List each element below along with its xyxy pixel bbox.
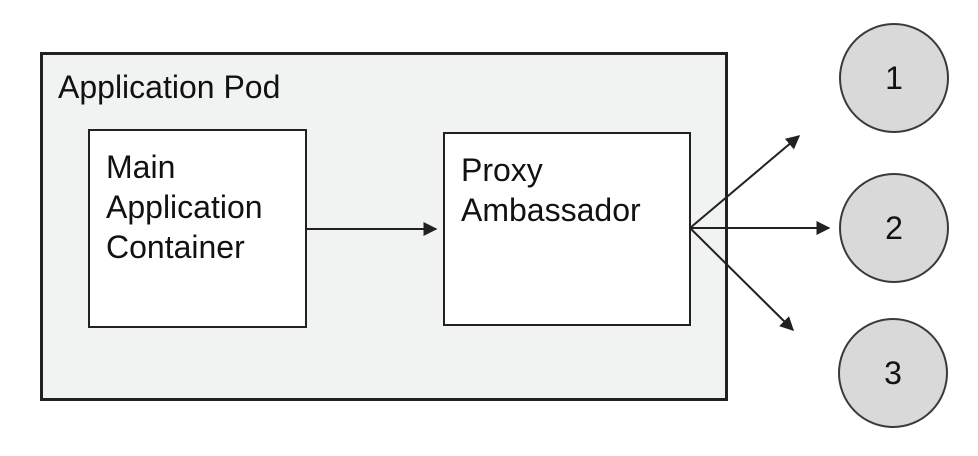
node-main-application-container: Main Application Container — [88, 129, 307, 328]
endpoint-circle-2-label: 2 — [885, 209, 903, 246]
endpoint-circle-1: 1 — [839, 23, 949, 133]
node-proxy-ambassador: Proxy Ambassador — [443, 132, 691, 326]
endpoint-circle-3-label: 3 — [884, 354, 902, 391]
application-pod-label: Application Pod — [58, 69, 281, 105]
endpoint-circle-2: 2 — [839, 173, 949, 283]
node-main-application-container-label: Main Application Container — [106, 149, 263, 265]
endpoint-circle-3: 3 — [838, 318, 948, 428]
endpoint-circle-1-label: 1 — [885, 59, 903, 96]
node-proxy-ambassador-label: Proxy Ambassador — [461, 152, 641, 228]
